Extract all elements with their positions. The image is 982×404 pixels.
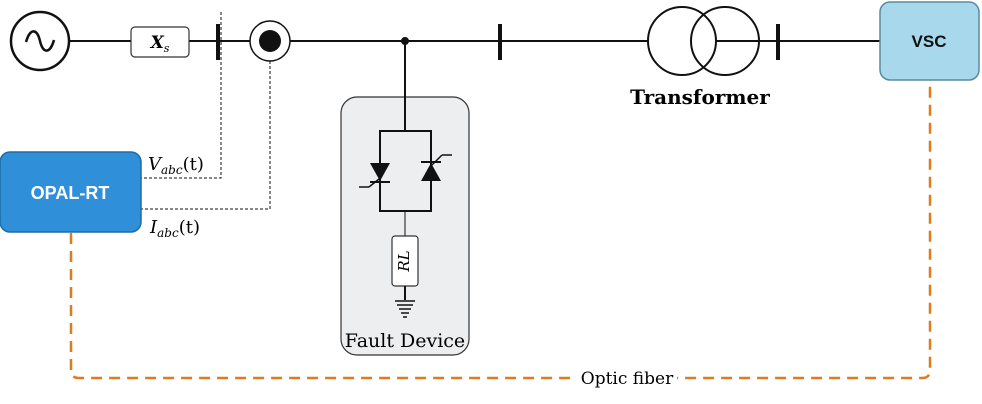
rl-label: RL	[395, 250, 413, 272]
voltage-measurement-line	[140, 12, 222, 179]
transformer-label: Transformer	[630, 85, 770, 109]
reactance-xs: Xs	[130, 26, 190, 58]
ground-icon	[395, 300, 415, 318]
current-label: Iabc(t)	[149, 217, 200, 240]
voltage-label: Vabc(t)	[148, 154, 204, 177]
opal-rt-label: OPAL-RT	[31, 183, 110, 203]
reactance-subscript: s	[164, 42, 170, 55]
optic-fiber-label: Optic fiber	[581, 369, 674, 389]
transformer-icon	[647, 6, 760, 76]
fault-device: RL Fault Device	[340, 37, 470, 356]
svg-text:Xs: Xs	[150, 33, 170, 55]
vsc-box: VSC	[879, 1, 980, 81]
ac-source-icon	[9, 10, 71, 72]
vsc-label: VSC	[912, 32, 947, 51]
fault-device-label: Fault Device	[345, 330, 465, 352]
thyristor-right-icon	[421, 154, 452, 181]
current-measurement-line	[140, 61, 271, 210]
reactance-symbol: X	[150, 33, 165, 53]
opal-rt-box: OPAL-RT	[0, 151, 142, 233]
current-sensor-icon	[249, 20, 291, 62]
thyristor-left-icon	[359, 163, 390, 188]
